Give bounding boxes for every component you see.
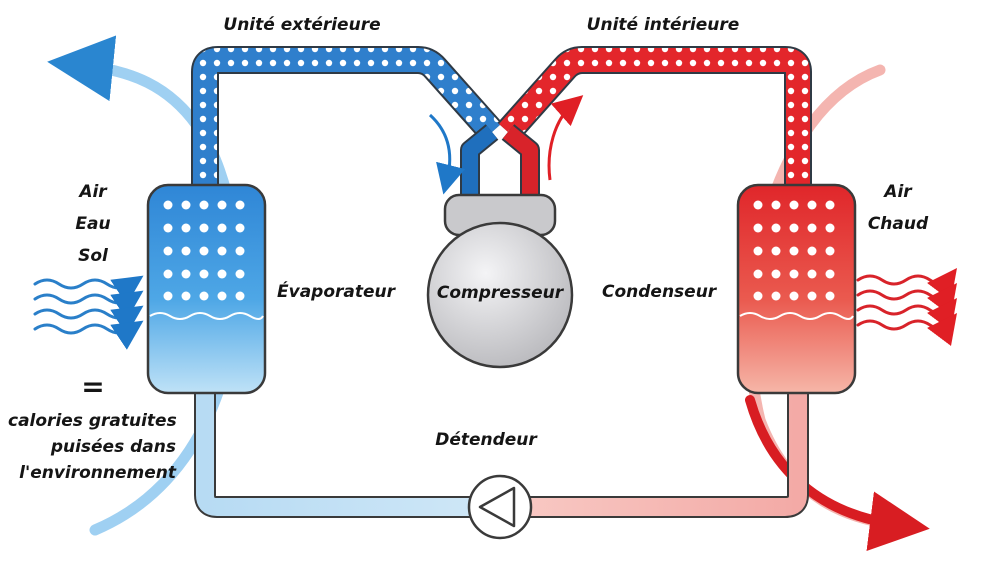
hot-flow-arrow — [547, 95, 584, 181]
source-air: Air — [79, 182, 107, 202]
calories-line-1: calories gratuites — [8, 411, 177, 431]
incoming-heat-arrows — [33, 275, 144, 350]
indoor-unit-label: Unité intérieure — [586, 15, 740, 35]
condenser-tank — [736, 183, 857, 395]
outgoing-heat-arrows — [856, 268, 958, 347]
output-hot: Chaud — [867, 214, 929, 234]
sphere-compressor-icon — [426, 193, 574, 369]
source-ground: Sol — [78, 246, 108, 266]
output-label: Air Chaud — [868, 176, 928, 240]
calories-note: calories gratuites puisées dans l'enviro… — [8, 408, 177, 486]
equals-sign: = — [81, 370, 105, 403]
sources-label: Air Eau Sol — [75, 176, 110, 272]
condenser-label: Condenseur — [602, 282, 717, 302]
calories-line-2: puisées dans — [50, 437, 176, 457]
compressor-label: Compresseur — [436, 283, 564, 303]
calories-line-3: l'environnement — [19, 463, 176, 483]
source-water: Eau — [75, 214, 111, 234]
evaporator-tank — [146, 183, 267, 395]
outdoor-unit-label: Unité extérieure — [223, 15, 381, 35]
expansion-valve-label: Détendeur — [435, 430, 537, 450]
triangle-valve-icon — [467, 474, 533, 540]
evaporator-label: Évaporateur — [277, 282, 396, 302]
cold-flow-arrow — [428, 113, 466, 195]
output-air: Air — [884, 182, 912, 202]
